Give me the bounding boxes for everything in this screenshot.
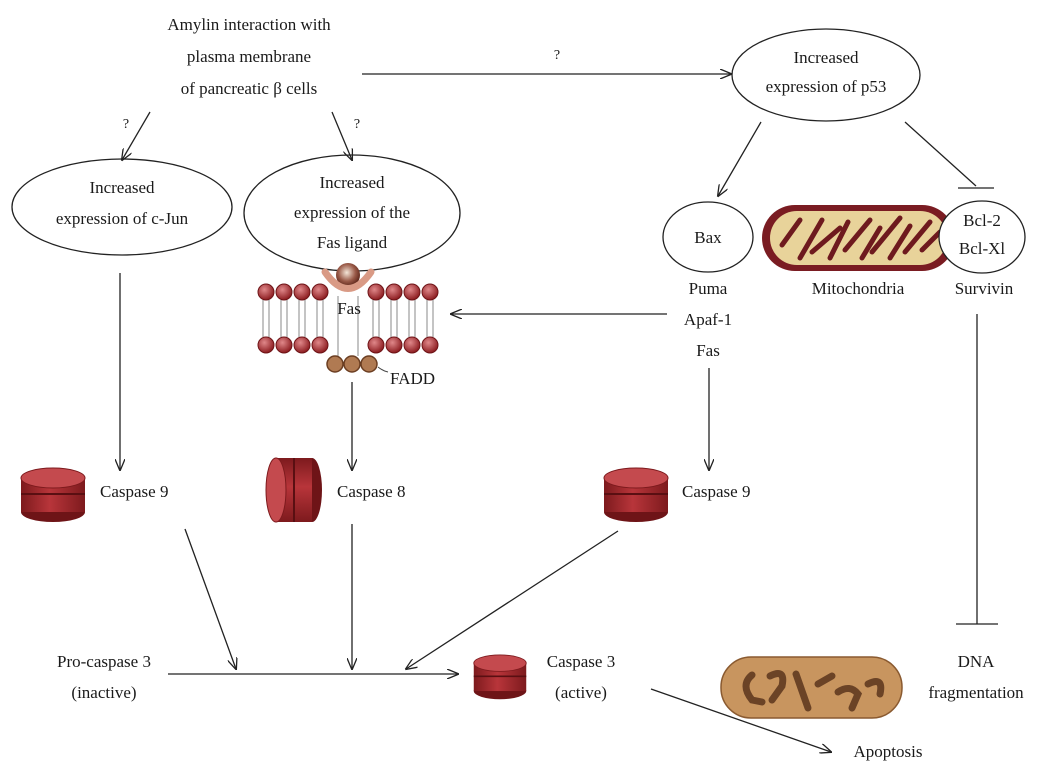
lipid-head: [311, 336, 329, 354]
cjun-node: Increased expression of c-Jun: [11, 158, 233, 256]
p53-line-1: Increased: [793, 48, 859, 67]
lipid-head: [367, 336, 385, 354]
lipid-head: [275, 336, 293, 354]
lipid-heads-bottom: [257, 336, 439, 354]
procaspase3-line-1: Pro-caspase 3: [57, 652, 151, 671]
fadd-icon: [326, 355, 378, 373]
edges: ? ? ?: [120, 48, 998, 752]
caspase9-right-icon: [603, 467, 669, 523]
lipid-heads-top: [257, 283, 439, 301]
caspase3-node: Caspase 3 (active): [547, 652, 615, 702]
edge-caspase9-right-to-caspase3: [406, 530, 619, 669]
lipid-head: [275, 283, 293, 301]
edge-caspase9-left-to-caspase3: [184, 528, 236, 669]
fadd-pointer: [377, 366, 389, 373]
caspase8-icon: [265, 457, 322, 523]
lipid-head: [421, 336, 439, 354]
apoptosis-label: Apoptosis: [854, 742, 923, 761]
puma-label: Puma: [689, 279, 728, 298]
caspase9-right-label: Caspase 9: [682, 482, 750, 501]
edge-amylin-to-fasl: [331, 111, 352, 160]
bcl-node: Bcl-2 Bcl-Xl: [938, 200, 1026, 274]
edge-label-amylin-to-cjun: ?: [123, 117, 129, 132]
apaf1-label: Apaf-1: [684, 310, 732, 329]
cjun-line-1: Increased: [89, 178, 155, 197]
caspase8-label: Caspase 8: [337, 482, 405, 501]
fasl-line-1: Increased: [319, 173, 385, 192]
edge-caspase3-to-apoptosis: [650, 688, 831, 752]
lipid-head: [367, 283, 385, 301]
bcl-line-1: Bcl-2: [963, 211, 1001, 230]
lipid-head: [293, 336, 311, 354]
nucleus-fragmented-dna-icon: [720, 656, 903, 719]
p53-ellipse: [731, 28, 921, 122]
fasl-line-2: expression of the: [294, 203, 410, 222]
edge-p53-inhibits-bcl: [904, 121, 977, 187]
lipid-head: [311, 283, 329, 301]
bax-ellipse: [662, 201, 754, 273]
edge-p53-to-bax: [718, 121, 762, 196]
fas-label: Fas: [696, 341, 720, 360]
edge-amylin-to-cjun: [122, 111, 151, 160]
bcl-line-2: Bcl-Xl: [959, 239, 1006, 258]
fasl-line-3: Fas ligand: [317, 233, 388, 252]
procaspase3-line-2: (inactive): [71, 683, 136, 702]
fadd-label: FADD: [390, 369, 435, 388]
puma-group-node: Puma Apaf-1 Fas: [684, 279, 732, 360]
caspase3-line-1: Caspase 3: [547, 652, 615, 671]
amylin-line-2: plasma membrane: [187, 47, 311, 66]
lipid-head: [403, 336, 421, 354]
p53-node: Increased expression of p53: [731, 28, 921, 122]
fas-receptor-label: Fas: [337, 299, 361, 318]
mitochondria-icon: [762, 205, 955, 271]
bax-label: Bax: [694, 228, 722, 247]
amylin-line-1: Amylin interaction with: [167, 15, 331, 34]
caspase9-left-label: Caspase 9: [100, 482, 168, 501]
bcl-ellipse: [938, 200, 1026, 274]
cjun-ellipse: [11, 158, 233, 256]
caspase3-icon: [472, 654, 528, 701]
edge-label-amylin-to-fasl: ?: [354, 117, 360, 132]
lipid-head: [257, 336, 275, 354]
cjun-line-2: expression of c-Jun: [56, 209, 189, 228]
p53-line-2: expression of p53: [766, 77, 887, 96]
amylin-node: Amylin interaction with plasma membrane …: [167, 15, 331, 98]
amylin-line-3: of pancreatic β cells: [181, 79, 318, 98]
lipid-head: [385, 336, 403, 354]
fas-ligand-icon: [336, 263, 360, 287]
caspase9-left-icon: [20, 467, 86, 523]
cell-membrane: [257, 283, 439, 354]
dna-line-1: DNA: [958, 652, 996, 671]
lipid-head: [257, 283, 275, 301]
fasl-node: Increased expression of the Fas ligand: [243, 154, 461, 272]
dna-node: DNA fragmentation: [928, 652, 1024, 702]
edge-label-amylin-to-p53: ?: [554, 48, 560, 63]
lipid-head: [385, 283, 403, 301]
fas-receptor-icon: [321, 268, 375, 356]
lipid-head: [403, 283, 421, 301]
mitochondria-label: Mitochondria: [812, 279, 905, 298]
dna-line-2: fragmentation: [928, 683, 1024, 702]
lipid-tails: [262, 300, 434, 337]
lipid-head: [293, 283, 311, 301]
survivin-label: Survivin: [955, 279, 1014, 298]
caspase3-line-2: (active): [555, 683, 607, 702]
procaspase3-node: Pro-caspase 3 (inactive): [57, 652, 151, 702]
lipid-head: [421, 283, 439, 301]
bax-node: Bax: [662, 201, 754, 273]
